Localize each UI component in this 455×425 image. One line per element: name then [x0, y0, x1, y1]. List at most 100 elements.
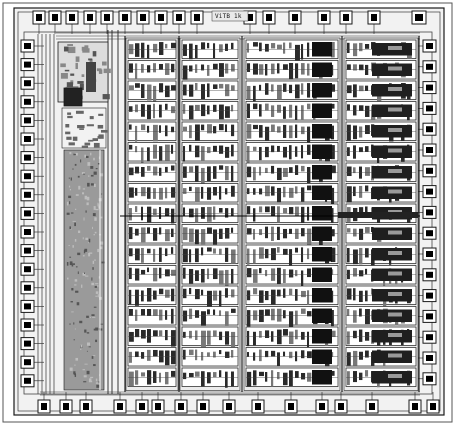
array-device [359, 105, 364, 111]
analog-texture [91, 314, 95, 316]
analog-texture [94, 217, 97, 221]
array-device [159, 125, 162, 133]
array-device [165, 125, 168, 137]
analog-texture [78, 230, 81, 234]
array-dark-block [312, 83, 332, 98]
array-device [207, 64, 210, 76]
analog-texture [82, 255, 85, 257]
array-device [347, 371, 350, 386]
logic-cell [77, 125, 85, 129]
bond-pad-bottom-core [226, 403, 232, 410]
analog-texture [92, 226, 93, 230]
analog-texture [78, 185, 81, 190]
array-device [183, 188, 187, 194]
array-device [331, 352, 334, 358]
bond-pad-top-core [321, 14, 327, 21]
array-device [159, 227, 162, 235]
logic-cell [88, 139, 94, 142]
analog-texture [100, 241, 104, 245]
array-device [147, 44, 150, 59]
array-device [365, 105, 370, 117]
bond-pad-bottom-core [255, 403, 261, 410]
analog-texture [100, 173, 104, 177]
logic-cell [103, 68, 111, 74]
array-device [277, 145, 280, 152]
array-device [135, 309, 138, 321]
bond-pad-left-core [24, 303, 31, 310]
array-device [359, 147, 363, 153]
array-device [141, 187, 146, 197]
analog-texture [69, 188, 71, 191]
array-device [247, 371, 252, 387]
array-device [283, 106, 286, 119]
logic-cell [67, 46, 76, 54]
array-device [353, 330, 357, 339]
array-device [195, 165, 199, 182]
analog-texture [83, 381, 87, 383]
array-device [171, 85, 176, 91]
array-device [141, 329, 146, 339]
analog-texture [83, 173, 86, 175]
array-device [307, 126, 311, 143]
array-device [265, 206, 270, 213]
bond-pad-right-core [426, 251, 433, 257]
analog-texture [71, 288, 74, 291]
array-device [153, 248, 156, 262]
array-device [231, 371, 234, 387]
bond-pad-right-core [426, 271, 433, 278]
bond-pad-right-core [426, 230, 433, 237]
array-device [159, 83, 164, 93]
array-device [213, 330, 217, 337]
array-device [271, 105, 275, 117]
array-device [183, 44, 187, 56]
logic-cell [81, 46, 86, 51]
array-device [307, 103, 311, 110]
array-device [307, 311, 312, 317]
array-device [159, 167, 162, 176]
bond-pad-left-core [24, 247, 31, 254]
array-device [171, 63, 175, 73]
array-device [225, 166, 229, 181]
logic-cell [66, 136, 72, 140]
bond-pad-right-core [426, 334, 433, 341]
array-device [301, 165, 305, 172]
array-device [295, 165, 299, 175]
logic-cell [67, 44, 73, 46]
array-device [195, 310, 200, 318]
array-device [347, 352, 351, 366]
array-device [359, 207, 364, 214]
analog-texture [68, 195, 72, 199]
array-device [183, 349, 186, 360]
array-device [141, 227, 146, 243]
array-device [283, 310, 286, 319]
array-contact [388, 107, 402, 112]
analog-texture [87, 162, 91, 166]
analog-texture [93, 206, 96, 210]
analog-texture [82, 272, 86, 276]
array-device [289, 145, 292, 160]
array-device [189, 372, 194, 378]
array-device [271, 63, 275, 75]
array-dark-block [312, 308, 332, 323]
array-device [253, 229, 256, 240]
array-device [259, 290, 264, 303]
analog-texture [85, 210, 87, 213]
array-device [153, 124, 158, 142]
array-device [231, 350, 234, 358]
array-device [271, 289, 276, 305]
array-device [331, 290, 334, 303]
array-device [365, 167, 370, 176]
array-device [295, 63, 299, 79]
array-device [183, 207, 186, 217]
bond-pad-right-core [426, 167, 433, 174]
bond-pad-left-core [24, 61, 31, 68]
array-device [147, 84, 152, 101]
array-device [201, 146, 205, 162]
array-device [353, 186, 356, 197]
array-device [129, 85, 134, 91]
analog-texture [81, 284, 83, 288]
array-device [259, 268, 262, 274]
analog-texture [74, 284, 77, 286]
array-device [359, 42, 363, 52]
array-device [141, 372, 146, 377]
